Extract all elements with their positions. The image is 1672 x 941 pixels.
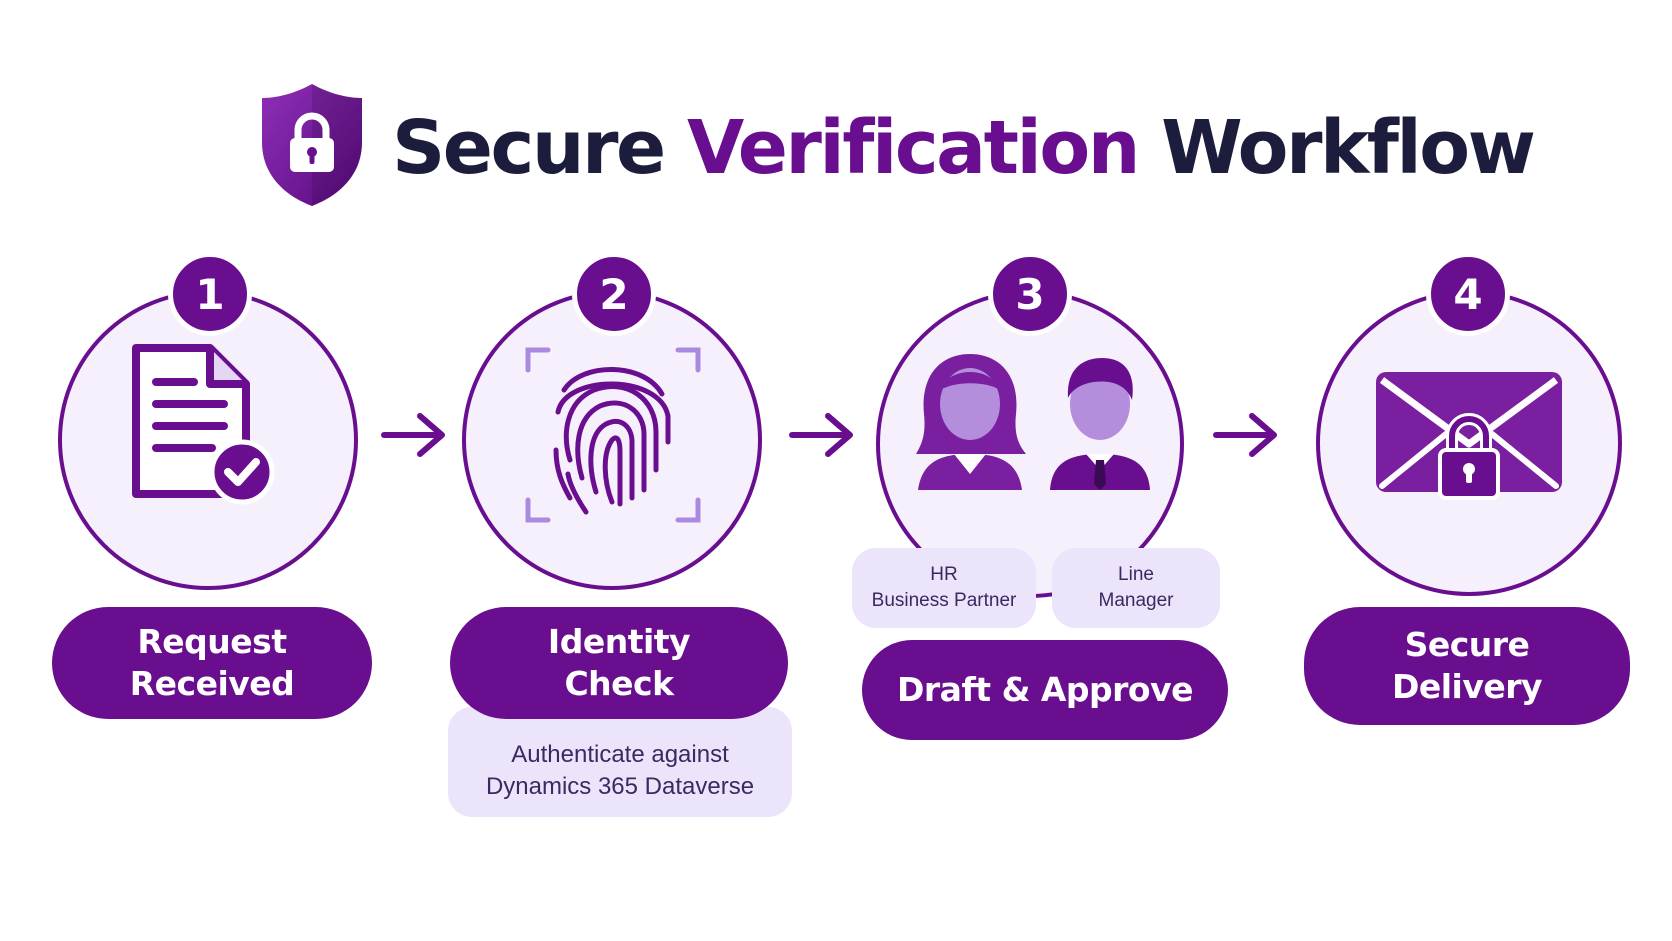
arrow-icon [381,413,445,457]
role-1-line2: Business Partner [871,590,1017,611]
step-1-number: 1 [168,252,252,336]
header: Secure Verification Workflow [0,80,1672,210]
step-1-label-line1: Request [137,622,287,661]
step-4-label: Secure Delivery [1304,607,1630,725]
step-3-circle [876,290,1184,598]
step-1-label-line2: Received [129,664,295,703]
step-1-label: Request Received [52,607,372,719]
step-1-circle [58,290,358,590]
page-title: Secure Verification Workflow [392,98,1536,198]
title-word-1: Secure [392,105,666,191]
document-check-icon [132,344,275,505]
step-3-number: 3 [988,252,1072,336]
step-4-circle [1316,290,1622,596]
step-2-note-line2: Dynamics 365 Dataverse [485,773,755,800]
step-2-label: Identity Check [450,607,788,719]
step-3-label-text: Draft & Approve [897,670,1193,709]
role-2-line2: Manager [1098,590,1174,611]
arrow-icon [789,413,853,457]
step-2-note-line1: Authenticate against [511,741,729,768]
arrow-icon [1213,413,1277,457]
title-word-2: Verification [686,105,1140,191]
step-4-label-line1: Secure [1404,625,1530,664]
role-1-line1: HR [930,564,958,585]
role-2-line1: Line [1118,564,1154,585]
step-3-label: Draft & Approve [862,640,1228,740]
step-2-label-line1: Identity [547,622,691,661]
step-4-number: 4 [1426,252,1510,336]
envelope-lock-icon [1376,372,1562,500]
title-word-3: Workflow [1161,105,1536,191]
people-icon [916,354,1150,490]
step-2-label-line2: Check [564,664,674,703]
step-4-label-line2: Delivery [1391,667,1543,706]
role-line-manager: Line Manager [1052,548,1220,628]
role-hr-business-partner: HR Business Partner [852,548,1036,628]
shield-lock-icon [262,84,362,206]
step-2-number: 2 [572,252,656,336]
step-2-note: Authenticate against Dynamics 365 Datave… [448,707,792,817]
fingerprint-icon [525,347,701,523]
